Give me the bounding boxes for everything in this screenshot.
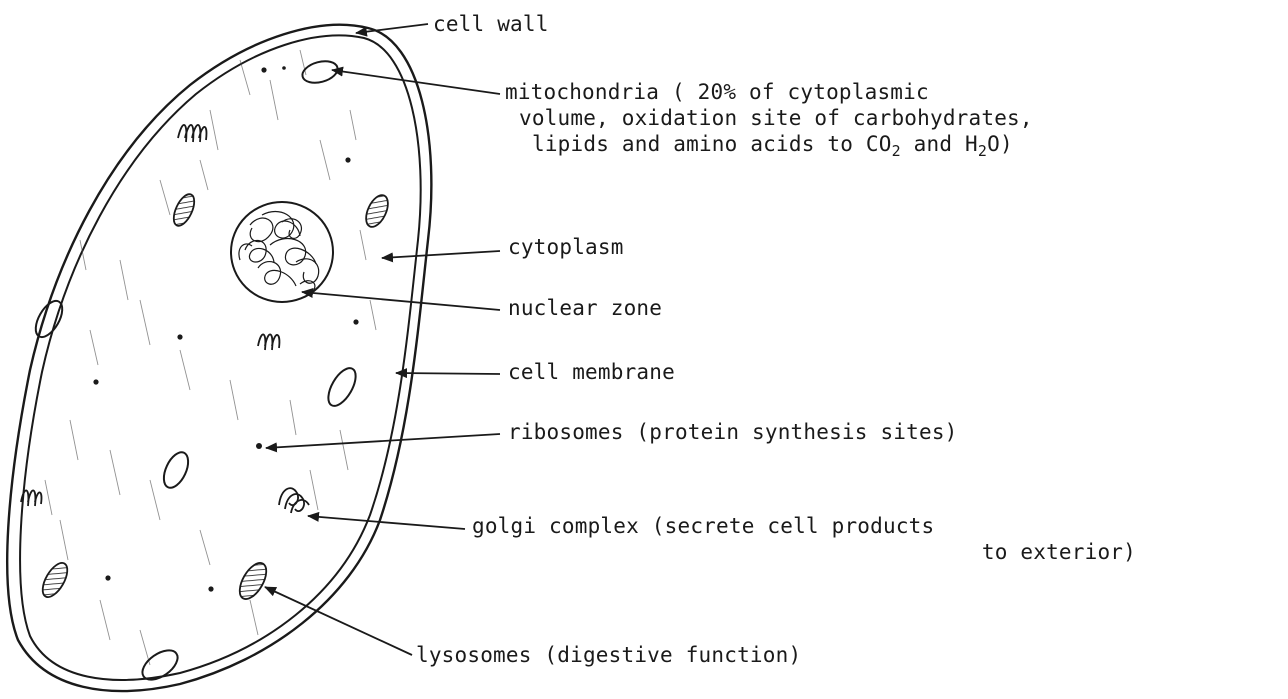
ribosome [282, 66, 286, 70]
lysosome [234, 559, 271, 604]
golgi-complex [21, 490, 41, 506]
golgi-complex [178, 125, 206, 142]
ribosome [177, 334, 182, 339]
label-mitochondria-line2: volume, oxidation site of carbohydrates, [519, 106, 1033, 131]
label-golgi-line1: golgi complex (secrete cell products [472, 514, 934, 539]
golgi-group [21, 125, 309, 513]
ribosome [256, 443, 262, 449]
mitochondrion [159, 449, 193, 492]
label-mitochondria-line3: lipids and amino acids to CO2 and H2O) [532, 132, 1013, 164]
nuclear-zone-pointer [302, 292, 500, 310]
label-cytoplasm: cytoplasm [508, 235, 624, 260]
label-cell-membrane: cell membrane [508, 360, 675, 385]
golgi-complex [258, 334, 279, 350]
lysosome [38, 559, 73, 601]
mitochondrion [323, 364, 361, 410]
ribosome [261, 67, 266, 72]
cell-membrane-outline [20, 35, 421, 679]
nuclear-zone [231, 202, 333, 302]
label-nuclear-zone: nuclear zone [508, 296, 662, 321]
lysosome [362, 192, 393, 230]
mitochondria-group [30, 58, 361, 686]
ribosome [208, 586, 213, 591]
lysosomes-group [38, 191, 393, 603]
ribosomes-pointer [266, 434, 500, 448]
ribosome [345, 157, 350, 162]
mitochondrion [300, 58, 340, 87]
lysosome [170, 191, 199, 229]
cytoplasm-pointer [382, 251, 500, 258]
ribosome [353, 319, 358, 324]
label-mitochondria-line1: mitochondria ( 20% of cytoplasmic [505, 80, 929, 105]
label-cell-wall: cell wall [433, 12, 549, 37]
label-golgi-line2: to exterior) [982, 540, 1136, 565]
ribosome [93, 379, 98, 384]
leader-lines [265, 24, 500, 655]
golgi-complex [279, 488, 309, 513]
cell-membrane-pointer [396, 373, 500, 374]
golgi-pointer [308, 516, 465, 529]
mitochondria-pointer [332, 70, 500, 94]
label-lysosomes: lysosomes (digestive function) [416, 643, 801, 668]
label-ribosomes: ribosomes (protein synthesis sites) [508, 420, 958, 445]
ribosome [105, 575, 110, 580]
cell-wall-outline [7, 25, 431, 691]
cytoplasm-texture [45, 50, 376, 665]
